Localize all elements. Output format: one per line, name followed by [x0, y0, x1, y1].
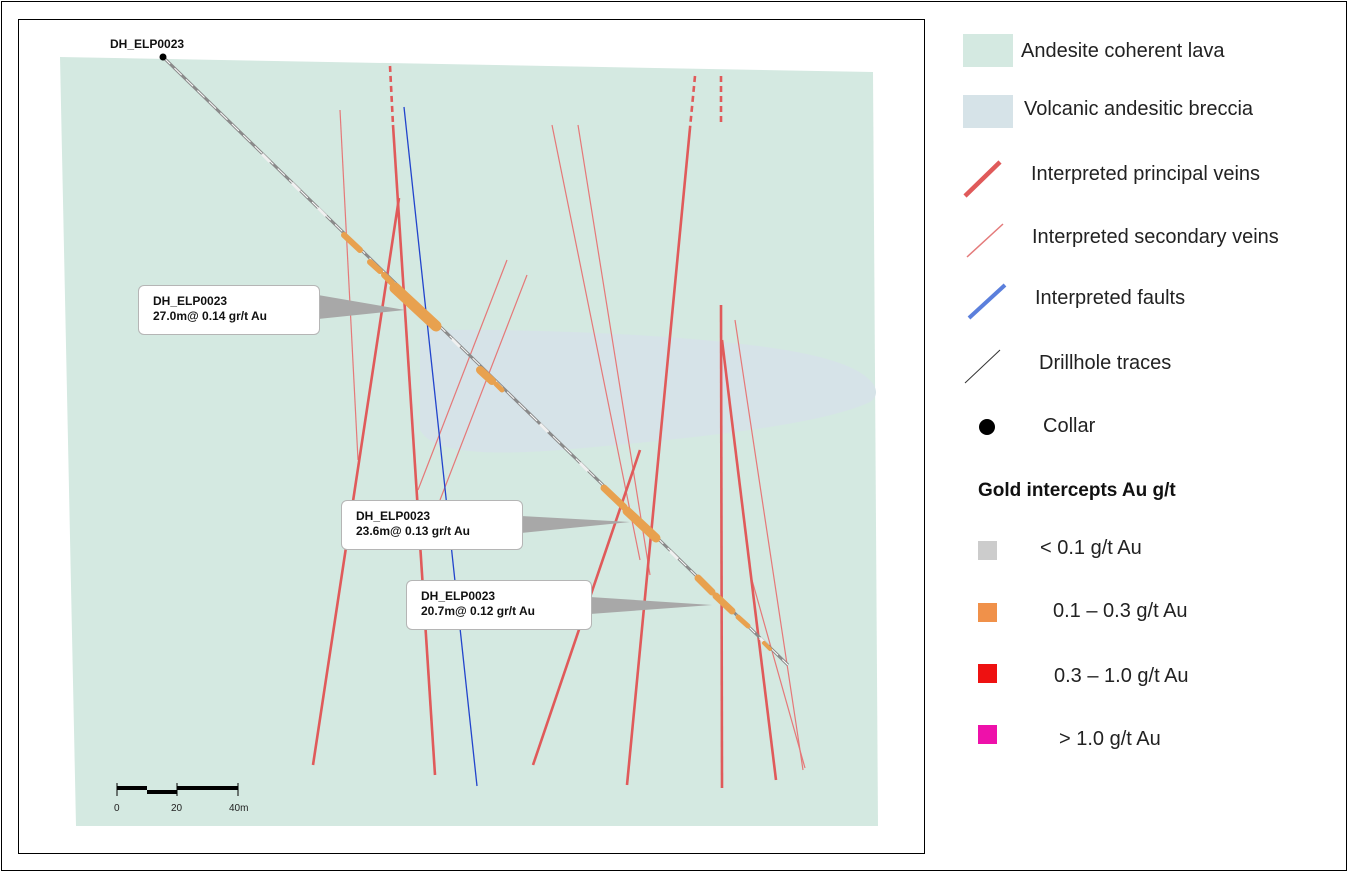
low-grade-intercept [290, 181, 302, 193]
gold-intercept [341, 232, 363, 253]
collar-marker [159, 53, 167, 61]
low-grade-intercept [538, 422, 550, 434]
intercept-callout: DH_ELP0023 27.0m@ 0.14 gr/t Au [138, 285, 320, 335]
gold-intercept [476, 366, 496, 385]
gold-intercept [381, 272, 395, 286]
scale-bar-label: 20 [171, 803, 183, 814]
low-grade-intercept [260, 152, 272, 164]
low-grade-intercept [450, 337, 462, 349]
principal-veins [311, 65, 778, 789]
callout-hole-id: DH_ELP0023 [153, 294, 228, 308]
principal-vein [625, 127, 692, 786]
callout-pointer [590, 597, 712, 614]
gold-intercept [389, 282, 442, 332]
intercept-callout: DH_ELP0023 20.7m@ 0.12 gr/t Au [406, 580, 592, 630]
gold-intercept [712, 592, 736, 615]
principal-vein [311, 197, 401, 766]
interpreted-fault [403, 106, 478, 787]
callout-intercept: 27.0m@ 0.14 gr/t Au [153, 309, 267, 323]
principal-vein [719, 304, 724, 789]
gold-intercept [600, 484, 628, 511]
callout-intercept: 20.7m@ 0.12 gr/t Au [421, 604, 535, 618]
low-grade-intercept [578, 461, 590, 473]
secondary-veins [339, 109, 806, 771]
low-grade-intercept [668, 549, 680, 561]
secondary-vein [577, 124, 651, 576]
principal-vein [720, 339, 778, 781]
callout-hole-id: DH_ELP0023 [356, 509, 431, 523]
scale-bar: 0 20 40m [114, 783, 248, 814]
intercept-callout: DH_ELP0023 23.6m@ 0.13 gr/t Au [341, 500, 523, 550]
collar-label: DH_ELP0023 [110, 37, 184, 51]
low-grade-intercept [316, 206, 328, 218]
gold-intercept [367, 259, 383, 274]
scale-bar-segment [177, 786, 238, 790]
section-panel-border [18, 19, 925, 854]
secondary-vein [751, 579, 806, 769]
callout-intercept: 23.6m@ 0.13 gr/t Au [356, 524, 470, 538]
gold-intercept [762, 641, 772, 651]
secondary-vein [417, 259, 508, 491]
callout-hole-id: DH_ELP0023 [421, 589, 496, 603]
callout-pointer [521, 516, 630, 533]
gold-intercept [493, 381, 505, 393]
secondary-vein [734, 319, 804, 771]
gold-intercept [622, 506, 661, 543]
secondary-vein [339, 109, 359, 461]
scale-bar-segment [117, 786, 147, 790]
gold-intercepts-orange [341, 232, 772, 651]
gold-intercept [735, 614, 751, 629]
secondary-vein [551, 124, 641, 561]
scale-bar-segment [147, 790, 177, 794]
principal-vein [391, 124, 437, 776]
scale-bar-label: 0 [114, 803, 120, 814]
gold-intercept [694, 574, 716, 596]
scale-bar-label: 40m [229, 803, 248, 814]
volcanic-breccia-lens [420, 329, 877, 453]
secondary-vein [439, 274, 528, 501]
principal-vein-dashed [688, 75, 697, 129]
callout-pointer [318, 295, 405, 319]
